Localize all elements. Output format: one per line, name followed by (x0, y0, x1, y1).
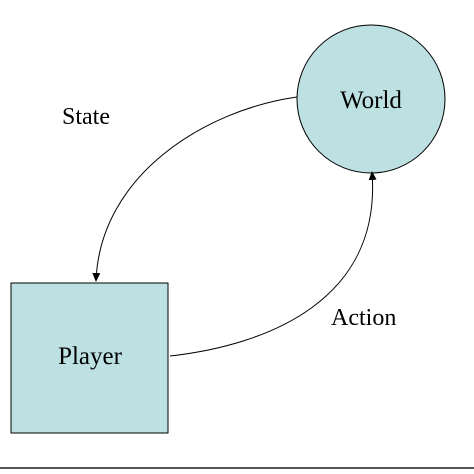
state-label: State (62, 104, 110, 130)
player-label: Player (58, 343, 123, 370)
action-arrow (169, 171, 377, 357)
world-label: World (340, 87, 402, 114)
action-label: Action (331, 305, 396, 331)
player-node (10, 282, 169, 434)
state-arrow (92, 96, 298, 282)
